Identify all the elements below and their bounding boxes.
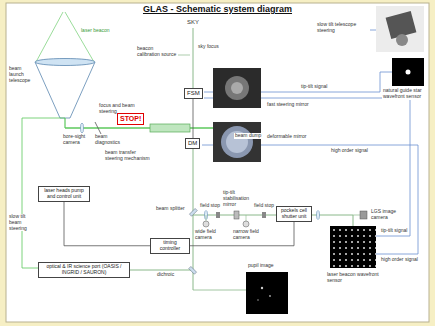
box-text: optical & IR science port (OASIS / INGRI… [41, 264, 127, 276]
telescope-steering-line [370, 30, 376, 31]
part-label: beam launch telescope [8, 66, 34, 83]
part-label: laser beacon [80, 28, 111, 34]
tip-tilt-line [204, 98, 410, 236]
laser-rod [150, 124, 190, 132]
component-box: laser heads pump and control unit [38, 186, 90, 202]
part-label: LGS image camera [370, 209, 402, 221]
part-label: SKY [186, 19, 200, 26]
part-label: bore-sight camera [62, 134, 92, 146]
part-label: beam dump [234, 133, 262, 139]
telescope-lens [35, 59, 95, 66]
box-text: STOP! [120, 115, 141, 123]
lens-symbol [317, 211, 320, 220]
part-label: slow tilt beam steering [8, 214, 36, 231]
telescope-photo [376, 6, 424, 52]
part-label: narrow field camera [232, 229, 260, 241]
part-label: natural guide star wavefront sensor [382, 88, 428, 100]
shack-hartmann-image [330, 226, 376, 268]
warning-box: STOP! [117, 113, 144, 125]
diagram-title: GLAS - Schematic system diagram [0, 4, 435, 14]
component-box: FSM [184, 88, 203, 99]
fsm-photo [231, 82, 243, 94]
signal-connector [64, 202, 150, 246]
signal-connector [190, 222, 294, 246]
part-label: slow tilt telescope steering [316, 22, 370, 34]
component-box: pockels cell shutter unit [276, 206, 312, 222]
pupil-image [261, 287, 263, 289]
pupil-image [269, 295, 271, 297]
mirror-symbol [95, 122, 101, 134]
part-label: laser beacon wavefront sensor [326, 272, 384, 284]
part-label: field stop [199, 203, 221, 209]
pupil-image [246, 272, 288, 314]
component-box: timing controller [150, 238, 190, 254]
box-text: pockels cell shutter unit [279, 208, 309, 220]
fsm-photo [225, 76, 249, 100]
box-text: timing controller [153, 240, 187, 252]
lens-symbol [81, 123, 84, 133]
part-label: beam splitter [155, 206, 186, 212]
optical-path [246, 215, 247, 221]
part-label: tip-tilt stabilisation mirror [222, 190, 254, 207]
optical-path [193, 290, 246, 291]
part-label: beam transfer steering mechanism [104, 150, 154, 162]
optical-axis [193, 28, 194, 88]
star-image [406, 70, 411, 75]
component-box: optical & IR science port (OASIS / INGRI… [38, 262, 130, 278]
field-stop-symbol [262, 212, 266, 218]
part-label: pupil image [247, 263, 275, 269]
shack-hartmann-image [330, 226, 376, 268]
tilt-mirror-symbol [234, 211, 239, 219]
pupil-image [257, 299, 259, 301]
part-label: tip-tilt signal [380, 228, 408, 234]
part-label: tip-tilt signal [300, 84, 328, 90]
laser-beam [64, 118, 65, 128]
optical-path [206, 215, 207, 221]
box-text: DM [188, 140, 197, 147]
telescope-body [35, 62, 95, 118]
panel [6, 3, 429, 322]
optical-path [353, 215, 360, 216]
dichroic-symbol [189, 266, 197, 274]
telescope-photo [396, 34, 408, 46]
camera-symbol [360, 211, 367, 219]
component-box: DM [185, 138, 200, 149]
part-label: field stop [253, 203, 275, 209]
part-label: sky focus [197, 44, 220, 50]
beacon-cone [65, 12, 94, 62]
part-label: high order signal [380, 257, 419, 263]
part-label: high order signal [330, 148, 369, 154]
dm-photo [221, 126, 253, 158]
optical-path [353, 215, 354, 226]
camera-symbol [243, 221, 249, 227]
calibration-line [177, 55, 190, 56]
box-text: FSM [187, 90, 200, 97]
part-label: beam diagnostics [94, 134, 120, 146]
optical-path [130, 270, 193, 271]
part-label: fast steering mirror [266, 102, 310, 108]
signal-connector [193, 99, 194, 138]
field-stop-symbol [216, 212, 220, 218]
beacon-cone [36, 12, 63, 62]
part-label: dichroic [156, 272, 175, 278]
fsm-photo [213, 68, 261, 108]
part-label: beacon calibration source [136, 46, 178, 58]
dm-photo [213, 122, 261, 162]
part-label: wide field camera [194, 229, 222, 241]
camera-symbol [203, 221, 209, 227]
part-label: deformable mirror [266, 134, 307, 140]
box-text: laser heads pump and control unit [41, 188, 87, 200]
star-image [392, 58, 424, 86]
